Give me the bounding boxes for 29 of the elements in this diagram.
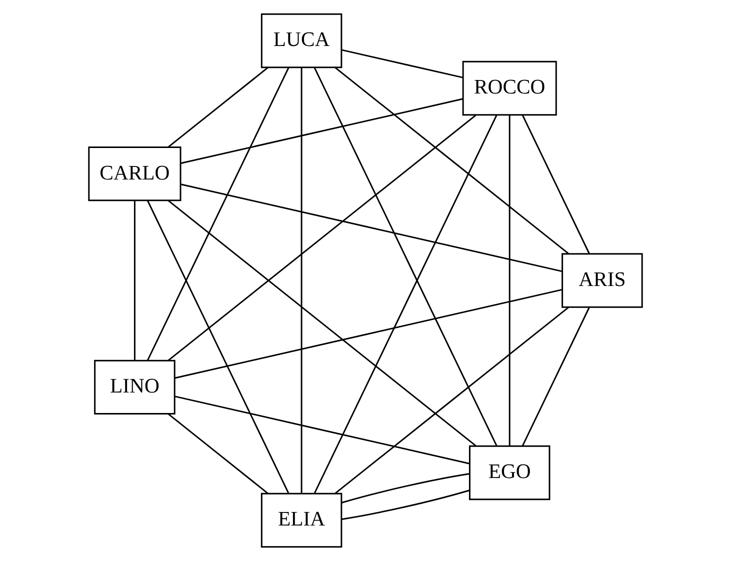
connector [174,396,470,464]
connector [334,306,568,494]
connector [146,200,289,494]
node-box: LUCA [260,13,342,68]
connector [168,414,268,494]
connector [167,200,476,446]
connector [508,115,510,446]
connector [146,67,289,361]
connector [522,115,590,254]
connector [300,68,302,494]
connector [180,98,463,164]
connector [341,490,470,520]
node-box: LINO [94,360,175,415]
node-box: EGO [468,445,550,500]
connector [521,307,590,446]
connector [313,67,497,446]
connector [341,473,470,504]
connector [334,67,568,254]
node-box: ROCCO [462,60,556,116]
node-box: ARIS [561,253,642,308]
connector [174,288,562,379]
connector [180,184,562,272]
node-box: CARLO [88,146,181,202]
connector [313,114,497,494]
connector [133,200,135,361]
node-box: ELIA [260,492,342,548]
connector [341,49,463,78]
connector [167,114,476,361]
connector [168,66,268,148]
